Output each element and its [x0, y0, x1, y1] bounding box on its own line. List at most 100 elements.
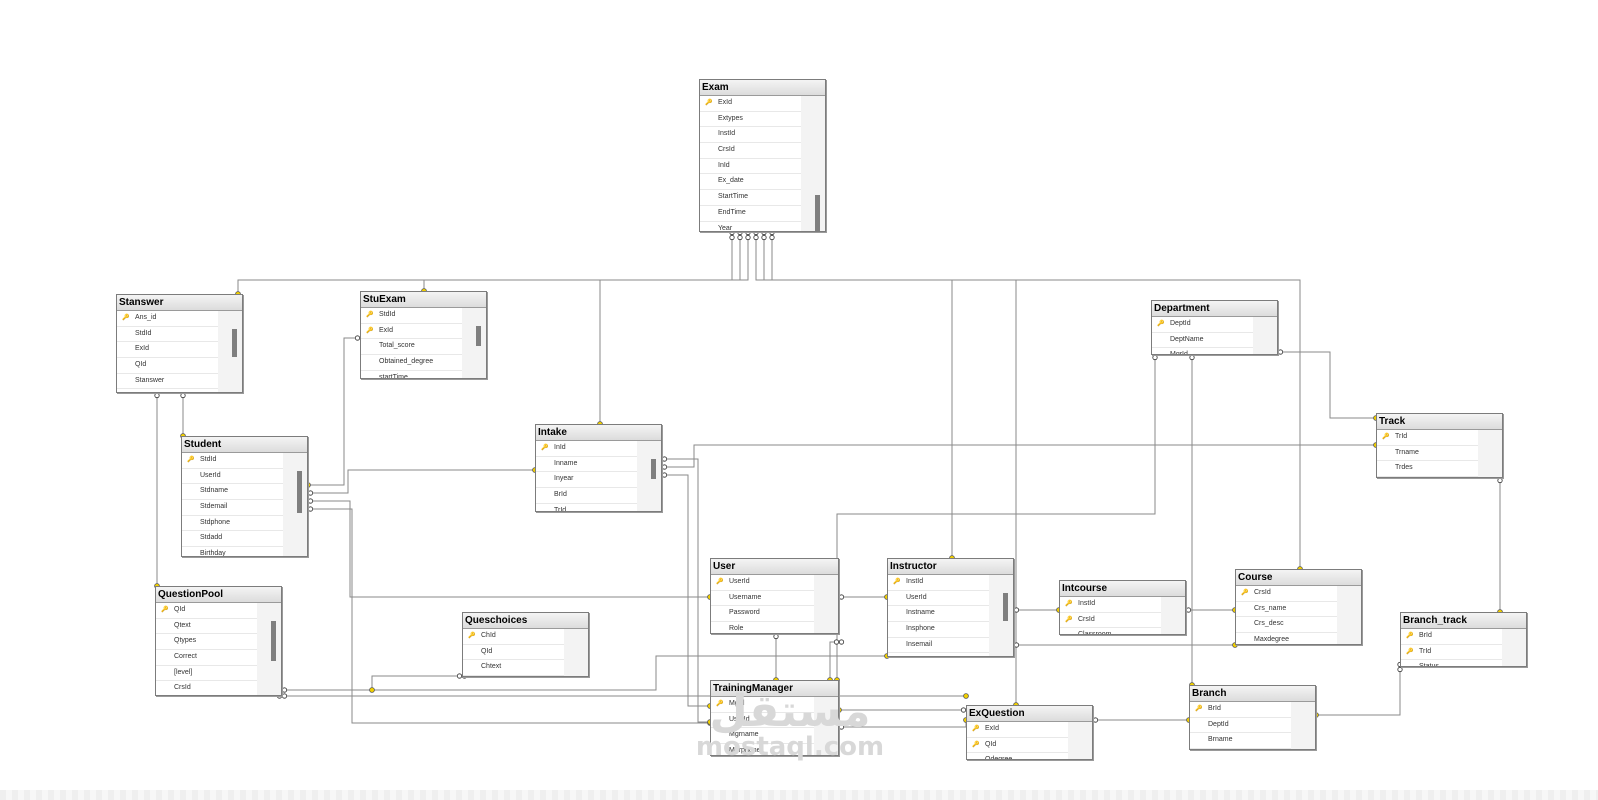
column-row[interactable]: Extypes: [700, 111, 801, 128]
column-row[interactable]: 🔑BrId: [1190, 702, 1291, 718]
column-row[interactable]: Crs_name: [1236, 601, 1337, 618]
scrollbar-thumb[interactable]: [1003, 593, 1008, 621]
table-branch_track[interactable]: Branch_track🔑BrId🔑TrIdStatus: [1400, 612, 1527, 667]
column-row[interactable]: Year: [700, 221, 801, 231]
column-row[interactable]: Password: [711, 606, 814, 623]
column-row[interactable]: UserId: [711, 712, 814, 729]
column-row[interactable]: Salary: [888, 653, 989, 656]
relationship-line[interactable]: [599, 235, 749, 424]
column-row[interactable]: 🔑QId: [156, 603, 257, 619]
table-title[interactable]: ExQuestion: [967, 706, 1092, 722]
relationship-line[interactable]: [662, 474, 710, 707]
column-row[interactable]: Ex_date: [700, 174, 801, 191]
column-row[interactable]: QId: [117, 358, 218, 374]
column-row[interactable]: Stdemail: [182, 500, 283, 516]
column-row[interactable]: Brname: [1190, 733, 1291, 749]
relationship-line[interactable]: [771, 235, 953, 558]
column-row[interactable]: 🔑StdId: [361, 308, 462, 324]
column-row[interactable]: 🔑InstId: [1060, 597, 1161, 613]
table-intcourse[interactable]: Intcourse🔑InstId🔑CrsIdClassroom: [1059, 580, 1186, 635]
column-row[interactable]: 🔑ChId: [463, 629, 564, 645]
column-row[interactable]: EndTime: [700, 205, 801, 222]
relationship-line[interactable]: [662, 458, 710, 723]
column-row[interactable]: Trname: [1377, 445, 1478, 462]
table-title[interactable]: Instructor: [888, 559, 1013, 575]
column-row[interactable]: Stdphone: [182, 515, 283, 532]
table-title[interactable]: StuExam: [361, 292, 486, 308]
table-title[interactable]: Branch: [1190, 686, 1315, 702]
column-row[interactable]: BrId: [536, 488, 637, 504]
column-row[interactable]: InstId: [700, 127, 801, 144]
table-title[interactable]: Intcourse: [1060, 581, 1185, 597]
column-row[interactable]: UserId: [888, 590, 989, 607]
scrollbar-thumb[interactable]: [815, 195, 820, 231]
column-row[interactable]: 🔑DeptId: [1152, 317, 1253, 333]
column-row[interactable]: TrId: [536, 503, 637, 511]
column-row[interactable]: Grademade: [117, 389, 218, 392]
column-row[interactable]: Obtained_degree: [361, 355, 462, 371]
column-row[interactable]: Insphone: [888, 622, 989, 638]
column-row[interactable]: UserId: [182, 468, 283, 485]
scrollbar-thumb[interactable]: [297, 471, 302, 513]
column-row[interactable]: Chtext: [463, 660, 564, 676]
table-title[interactable]: Department: [1152, 301, 1277, 317]
column-row[interactable]: Mgrname: [711, 728, 814, 745]
table-title[interactable]: Course: [1236, 570, 1361, 586]
scrollbar-thumb[interactable]: [232, 329, 237, 357]
column-row[interactable]: QId: [463, 644, 564, 661]
column-row[interactable]: Mgrphone: [711, 744, 814, 755]
column-row[interactable]: InId: [700, 158, 801, 175]
column-row[interactable]: Qtext: [156, 618, 257, 635]
column-row[interactable]: Inyear: [536, 472, 637, 489]
column-row[interactable]: DeptName: [1152, 332, 1253, 349]
relationship-line[interactable]: [371, 675, 462, 690]
column-row[interactable]: CrsId: [700, 143, 801, 159]
scrollbar-thumb[interactable]: [651, 459, 656, 479]
column-row[interactable]: Qtypes: [156, 634, 257, 651]
column-row[interactable]: Qdegree: [967, 753, 1068, 759]
column-row[interactable]: Insemail: [888, 637, 989, 654]
table-title[interactable]: Track: [1377, 414, 1502, 430]
column-row[interactable]: StartTime: [700, 190, 801, 206]
column-row[interactable]: Stdadd: [182, 531, 283, 548]
column-row[interactable]: DeptId: [1190, 717, 1291, 734]
column-row[interactable]: 🔑InId: [536, 441, 637, 457]
relationship-line[interactable]: [308, 508, 710, 724]
table-title[interactable]: Intake: [536, 425, 661, 441]
relationship-line[interactable]: [662, 444, 1376, 468]
column-row[interactable]: 🔑BrId: [1401, 629, 1502, 645]
column-row[interactable]: startTime: [361, 370, 462, 378]
column-row[interactable]: Correct: [156, 650, 257, 666]
column-row[interactable]: ExId: [117, 342, 218, 359]
table-title[interactable]: Exam: [700, 80, 825, 96]
column-row[interactable]: 🔑CrsId: [1060, 612, 1161, 629]
column-row[interactable]: Crs_desc: [1236, 617, 1337, 634]
column-row[interactable]: 🔑Ans_id: [117, 311, 218, 327]
column-row[interactable]: 🔑ExId: [700, 96, 801, 112]
table-exquestion[interactable]: ExQuestion🔑ExId🔑QIdQdegree: [966, 705, 1093, 760]
column-row[interactable]: 🔑QId: [967, 737, 1068, 754]
column-row[interactable]: 🔑ExId: [361, 323, 462, 340]
column-row[interactable]: 🔑InstId: [888, 575, 989, 591]
relationship-line[interactable]: [839, 720, 967, 728]
column-row[interactable]: 🔑MgId: [711, 697, 814, 713]
column-row[interactable]: Status: [1401, 660, 1502, 666]
relationship-line[interactable]: [308, 337, 360, 486]
column-row[interactable]: MgrId: [1152, 348, 1253, 354]
column-row[interactable]: Maxdegree: [1236, 633, 1337, 644]
column-row[interactable]: 🔑StdId: [182, 453, 283, 469]
table-stanswer[interactable]: Stanswer🔑Ans_idStdIdExIdQIdStanswerGrade…: [116, 294, 243, 393]
column-row[interactable]: Instname: [888, 606, 989, 623]
column-row[interactable]: CrsId: [156, 681, 257, 695]
relationship-line[interactable]: [237, 235, 733, 294]
scrollbar-thumb[interactable]: [476, 326, 481, 346]
